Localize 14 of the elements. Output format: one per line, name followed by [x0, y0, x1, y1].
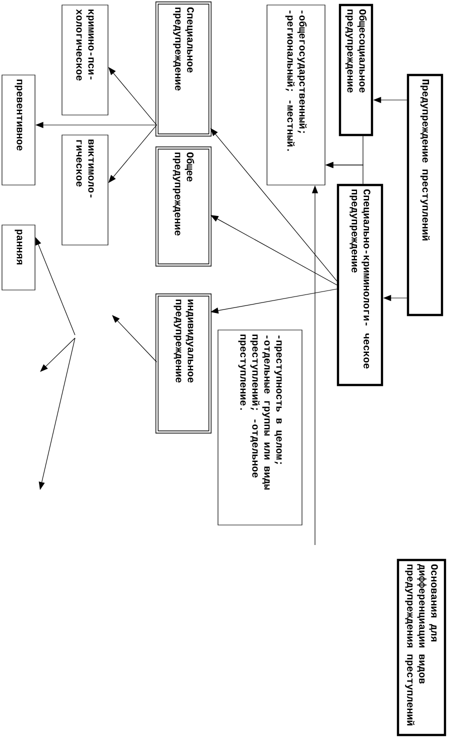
- text-box: кримино-пси- хологическое: [62, 4, 108, 116]
- heading-box: Основания для дифференциации видов предупреждения преступлений: [396, 558, 446, 736]
- text-box: -общегосударственный; -региональный; -местный.: [266, 4, 326, 186]
- framed-box: индивидуальное предупреждение: [156, 294, 212, 434]
- heading-box: Общесоциальное предупреждение: [338, 4, 374, 136]
- text-box: виктимоло- гическое: [62, 134, 108, 246]
- text-box: ранняя: [2, 224, 36, 290]
- arrow: [112, 315, 157, 362]
- text-box: превентивное: [2, 74, 36, 186]
- text-box: -преступность в целом; -отдельные группы или виды преступлений; -отдельное преступление.: [218, 330, 302, 526]
- heading-box: Предупреждение преступлений: [406, 74, 444, 316]
- framed-box: Специальное предупреждение: [156, 2, 212, 136]
- heading-box: Специально-криминологи- ческое предупреждение: [336, 184, 384, 386]
- framed-box: Общее предупреждение: [156, 146, 212, 266]
